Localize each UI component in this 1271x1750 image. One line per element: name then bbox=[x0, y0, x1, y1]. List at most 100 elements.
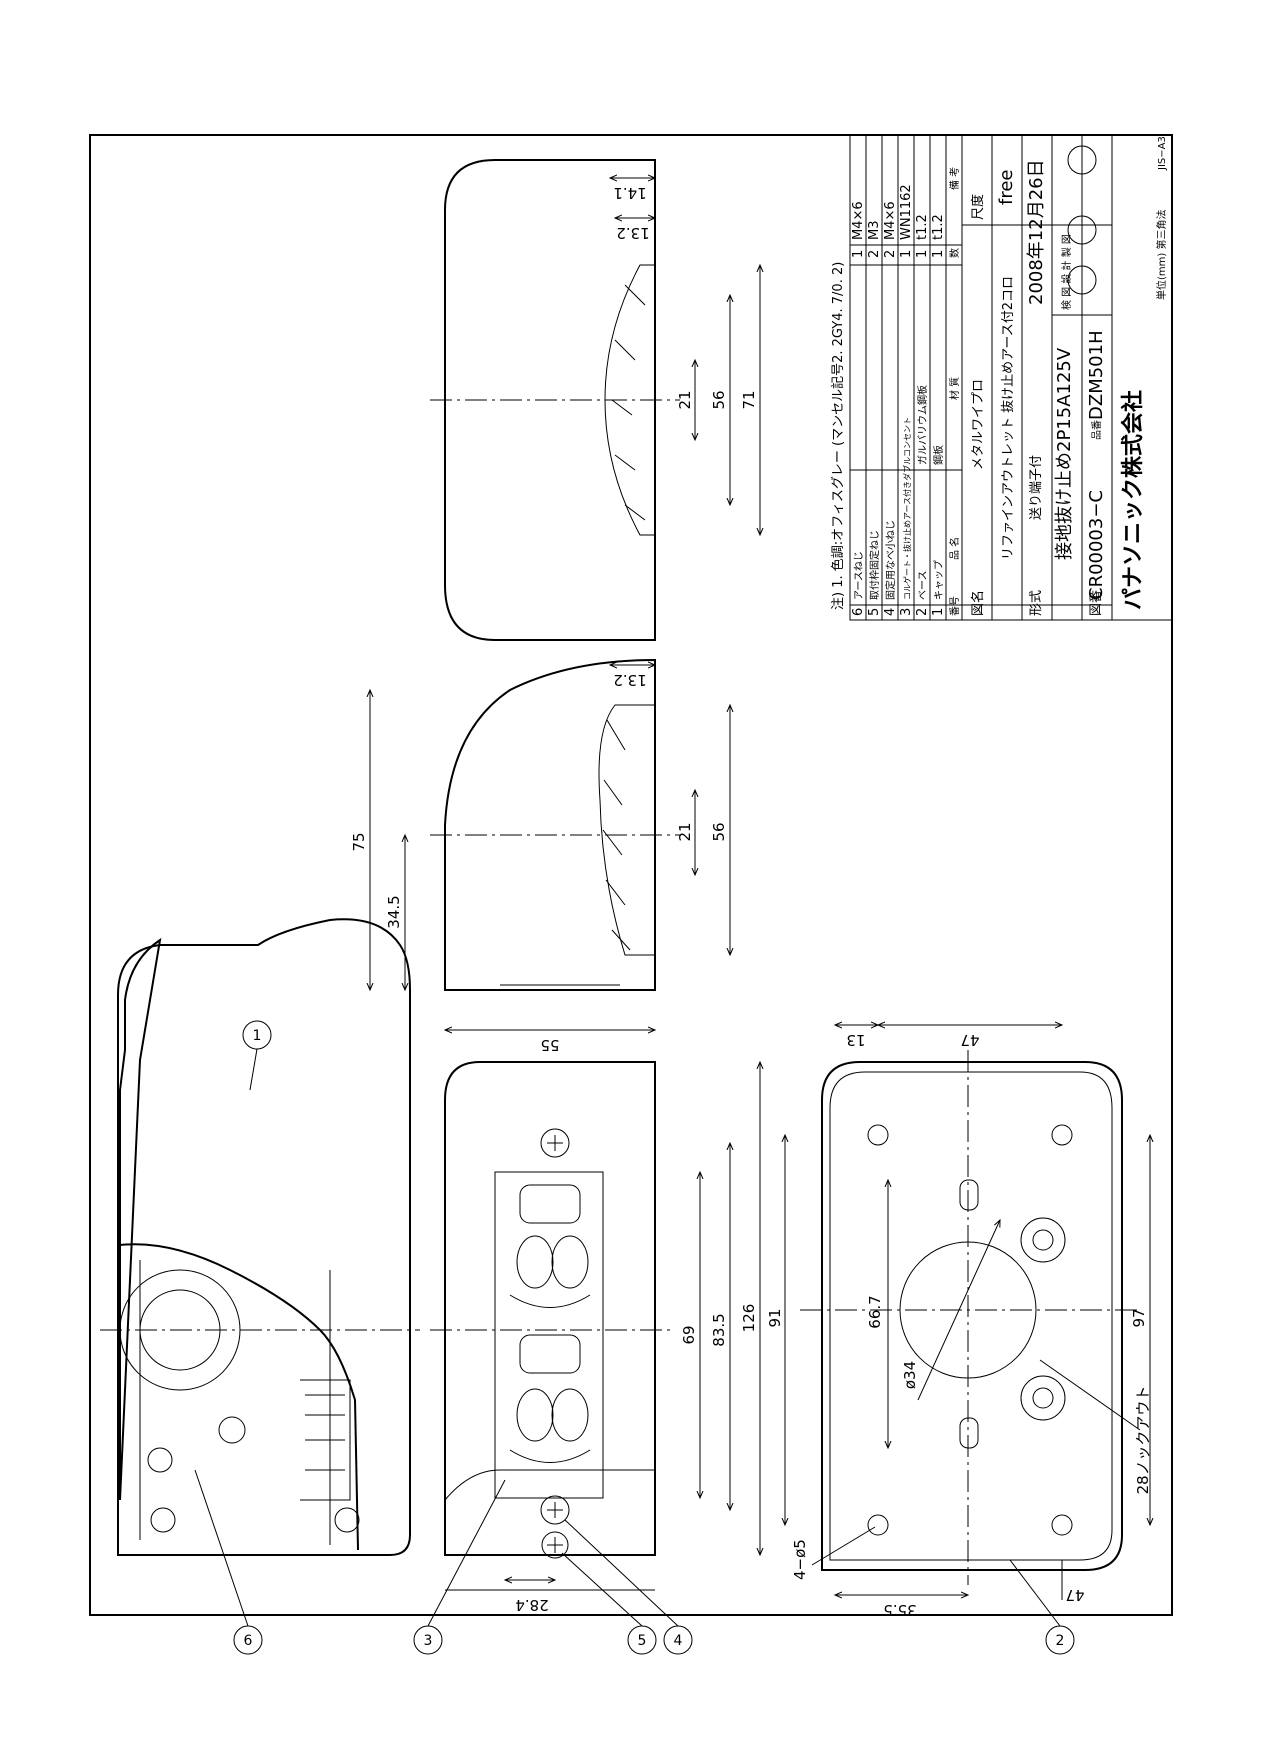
svg-text:1: 1 bbox=[253, 1028, 262, 1044]
svg-text:メタルワイプロ: メタルワイプロ bbox=[971, 379, 986, 470]
svg-text:4−ø5: 4−ø5 bbox=[791, 1539, 809, 1580]
svg-text:WN1162: WN1162 bbox=[899, 184, 914, 240]
part-row-5: 5 取付枠固定ねじ 2 M3 bbox=[867, 221, 882, 617]
screw-lower-icon bbox=[540, 1495, 570, 1525]
svg-text:34.5: 34.5 bbox=[385, 895, 403, 928]
svg-text:4: 4 bbox=[883, 608, 898, 616]
svg-text:品番: 品番 bbox=[1091, 420, 1103, 440]
svg-text:1: 1 bbox=[931, 608, 946, 616]
svg-text:2: 2 bbox=[915, 608, 930, 616]
svg-text:69: 69 bbox=[680, 1325, 698, 1344]
svg-text:56: 56 bbox=[710, 822, 728, 841]
svg-text:66.7: 66.7 bbox=[866, 1295, 884, 1328]
svg-text:126: 126 bbox=[740, 1304, 758, 1333]
svg-text:CR00003−C: CR00003−C bbox=[1086, 490, 1107, 600]
view-base bbox=[800, 1050, 1140, 1585]
svg-text:ガルバリウム鋼板: ガルバリウム鋼板 bbox=[916, 385, 929, 465]
svg-text:91: 91 bbox=[766, 1308, 784, 1327]
svg-text:ø34: ø34 bbox=[901, 1361, 919, 1389]
svg-text:M3: M3 bbox=[867, 221, 882, 241]
svg-text:番号: 番号 bbox=[949, 596, 961, 616]
svg-text:t1.2: t1.2 bbox=[915, 214, 930, 240]
svg-text:備 考: 備 考 bbox=[948, 167, 961, 190]
svg-text:13: 13 bbox=[846, 1031, 865, 1049]
svg-text:M4×6: M4×6 bbox=[851, 201, 866, 240]
svg-text:1: 1 bbox=[915, 250, 930, 258]
parts-list: 注) 1. 色調:オフィスグレー (マンセル記号2. 2GY4. 7/0. 2)… bbox=[830, 167, 961, 616]
svg-text:ベース: ベース bbox=[917, 571, 929, 601]
svg-text:5: 5 bbox=[638, 1633, 647, 1649]
svg-text:56: 56 bbox=[710, 390, 728, 409]
svg-text:アースねじ: アースねじ bbox=[853, 551, 865, 600]
view-cutaway bbox=[100, 918, 420, 1556]
svg-text:4: 4 bbox=[674, 1633, 683, 1649]
stamp-icon bbox=[1067, 145, 1097, 175]
svg-text:47: 47 bbox=[960, 1031, 979, 1049]
svg-text:47: 47 bbox=[1065, 1586, 1084, 1604]
svg-text:21: 21 bbox=[676, 822, 694, 841]
part-row-3: 3 コルゲート・抜け止めアース付きダブルコンセント 1 WN1162 bbox=[899, 184, 914, 616]
balloon-6: 6 bbox=[194, 1469, 263, 1655]
svg-text:鋼板: 鋼板 bbox=[932, 445, 945, 465]
part-row-2: 2 ベース ガルバリウム鋼板 1 t1.2 bbox=[915, 214, 930, 616]
svg-text:図番: 図番 bbox=[1089, 590, 1104, 616]
dims-base: 91 66.7 ø34 97 13 47 35.5 47 4−ø5 28ノックア… bbox=[766, 1025, 1152, 1619]
stamp-icon bbox=[1067, 215, 1097, 245]
receptacle-lower bbox=[509, 1334, 591, 1463]
parts-header: 番号 品 名 材 質 数 備 考 bbox=[948, 167, 961, 616]
svg-text:6: 6 bbox=[851, 608, 866, 616]
part-row-4: 4 固定用なべ小ねじ 2 M4×6 bbox=[883, 201, 898, 616]
svg-text:JIS−A3: JIS−A3 bbox=[1157, 136, 1168, 171]
svg-text:2: 2 bbox=[883, 250, 898, 258]
svg-text:数: 数 bbox=[948, 248, 961, 258]
svg-text:形式: 形式 bbox=[1029, 590, 1044, 616]
svg-text:2008年12月26日: 2008年12月26日 bbox=[1026, 159, 1047, 305]
title-block bbox=[849, 134, 1173, 621]
balloon-1: 1 bbox=[242, 1020, 272, 1091]
stamp-icon bbox=[1067, 265, 1097, 295]
svg-text:3: 3 bbox=[899, 608, 914, 616]
svg-text:キャップ: キャップ bbox=[933, 560, 945, 600]
view-front-outlet bbox=[430, 1061, 670, 1559]
svg-text:83.5: 83.5 bbox=[710, 1313, 728, 1346]
svg-text:尺度: 尺度 bbox=[970, 194, 986, 220]
dims-front: 69 83.5 126 28.4 bbox=[445, 1062, 760, 1614]
balloon-4: 4 bbox=[564, 1519, 693, 1655]
svg-text:t1.2: t1.2 bbox=[931, 214, 946, 240]
part-row-1: 1 キャップ 鋼板 1 t1.2 bbox=[931, 214, 946, 616]
svg-text:1: 1 bbox=[931, 250, 946, 258]
dims-top: 21 56 71 14.1 13.2 bbox=[610, 178, 760, 535]
screw-upper-icon bbox=[540, 1128, 570, 1158]
title-info: 図名 メタルワイプロ リファインアウトレット 抜け止めアース付2コロ 尺度 fr… bbox=[970, 136, 1168, 616]
receptacle-upper bbox=[509, 1184, 591, 1308]
balloon-3: 3 bbox=[413, 1479, 506, 1655]
svg-text:97: 97 bbox=[1130, 1308, 1148, 1327]
svg-text:55: 55 bbox=[540, 1036, 559, 1054]
svg-text:71: 71 bbox=[740, 390, 758, 409]
svg-text:14.1: 14.1 bbox=[613, 184, 646, 202]
svg-text:コルゲート・抜け止めアース付きダブルコンセント: コルゲート・抜け止めアース付きダブルコンセント bbox=[902, 417, 912, 600]
svg-text:固定用なべ小ねじ: 固定用なべ小ねじ bbox=[884, 520, 897, 600]
svg-text:品 名: 品 名 bbox=[948, 537, 961, 560]
balloon-5: 5 bbox=[561, 1552, 657, 1655]
svg-text:35.5: 35.5 bbox=[883, 1601, 916, 1619]
svg-text:検 図 設 計 製 図: 検 図 設 計 製 図 bbox=[1060, 234, 1073, 310]
svg-text:M4×6: M4×6 bbox=[883, 201, 898, 240]
svg-text:6: 6 bbox=[244, 1633, 253, 1649]
svg-text:free: free bbox=[996, 170, 1017, 206]
svg-text:3: 3 bbox=[424, 1633, 433, 1649]
balloon-2: 2 bbox=[1009, 1559, 1075, 1655]
view-side bbox=[430, 658, 680, 991]
svg-text:取付枠固定ねじ: 取付枠固定ねじ bbox=[868, 530, 881, 600]
svg-text:28.4: 28.4 bbox=[515, 1596, 548, 1614]
svg-text:単位(mm) 第三角法: 単位(mm) 第三角法 bbox=[1155, 210, 1168, 300]
sheet-border bbox=[89, 134, 1173, 1616]
svg-text:1: 1 bbox=[899, 250, 914, 258]
svg-text:パナソニック株式会社: パナソニック株式会社 bbox=[1120, 390, 1146, 610]
view-top bbox=[430, 159, 680, 641]
svg-text:21: 21 bbox=[676, 390, 694, 409]
svg-text:2: 2 bbox=[867, 250, 882, 258]
svg-text:DZM501H: DZM501H bbox=[1086, 330, 1107, 420]
svg-text:リファインアウトレット 抜け止めアース付2コロ: リファインアウトレット 抜け止めアース付2コロ bbox=[1000, 276, 1016, 560]
